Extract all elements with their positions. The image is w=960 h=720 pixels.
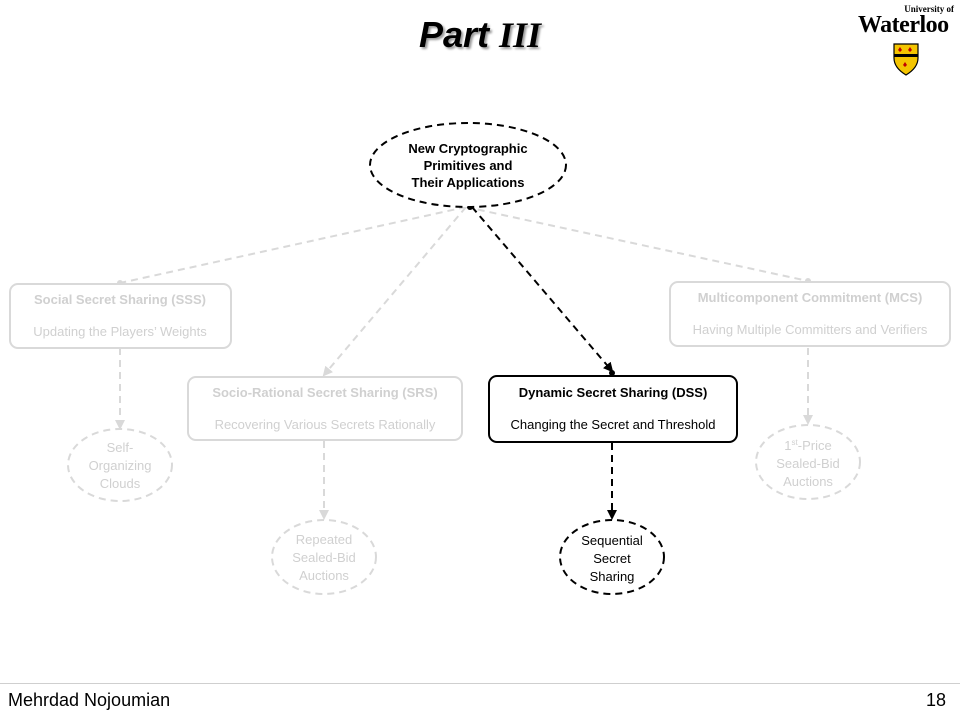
page-number: 18 [925, 690, 946, 710]
sss-box-frame [9, 283, 232, 349]
repeated-label-line1: Repeated [296, 532, 352, 547]
active-connectors [471, 206, 617, 520]
first-price-node: 1st-Price Sealed-Bid Auctions [755, 424, 861, 500]
mcs-box-frame [669, 281, 951, 347]
root-label-line2: Primitives and [424, 158, 513, 173]
repeated-label-line3: Auctions [299, 568, 349, 583]
first-price-label-line1: 1st-Price [784, 438, 831, 453]
sequential-label-line1: Sequential [581, 533, 643, 548]
srs-subtitle: Recovering Various Secrets Rationally [215, 417, 436, 432]
connector-dot-dss [609, 370, 615, 376]
clouds-label-line1: Self- [107, 440, 134, 455]
first-price-label-line3: Auctions [783, 474, 833, 489]
sequential-node: Sequential Secret Sharing [559, 519, 665, 595]
mcs-title: Multicomponent Commitment (MCS) [698, 290, 923, 305]
dss-subtitle: Changing the Secret and Threshold [510, 417, 715, 432]
root-node: New Cryptographic Primitives and Their A… [369, 122, 567, 208]
repeated-node: Repeated Sealed-Bid Auctions [271, 519, 377, 595]
first-price-superscript: st [792, 438, 799, 447]
logo-top-text: University of [904, 4, 954, 14]
first-price-rest: -Price [798, 438, 832, 453]
slide-title: Part III [0, 14, 960, 56]
mcs-subtitle: Having Multiple Committers and Verifiers [693, 322, 928, 337]
connector-root-sss [119, 206, 467, 284]
dss-title: Dynamic Secret Sharing (DSS) [519, 385, 708, 400]
mcs-box: Multicomponent Commitment (MCS) Having M… [669, 281, 951, 347]
srs-box: Socio-Rational Secret Sharing (SRS) Reco… [187, 376, 463, 441]
slide-title-roman: III [499, 15, 542, 55]
dss-box: Dynamic Secret Sharing (DSS) Changing th… [488, 375, 738, 443]
first-price-ellipse [755, 424, 861, 500]
sss-subtitle: Updating the Players’ Weights [33, 324, 207, 339]
sss-title: Social Secret Sharing (SSS) [34, 292, 206, 307]
root-label-line1: New Cryptographic [408, 141, 527, 156]
first-price-ordinal: 1 [784, 438, 791, 453]
root-ellipse [369, 122, 567, 208]
sequential-label-line3: Sharing [590, 569, 635, 584]
university-crest-icon [893, 43, 919, 76]
clouds-ellipse [67, 428, 173, 502]
clouds-label-line2: Organizing [89, 458, 152, 473]
clouds-node: Self- Organizing Clouds [67, 428, 173, 502]
repeated-ellipse [271, 519, 377, 595]
logo-name: Waterloo [858, 12, 949, 38]
connector-root-mcs [465, 206, 809, 282]
repeated-label-line2: Sealed-Bid [292, 550, 356, 565]
slide-title-main: Part [418, 14, 489, 55]
root-label-line3: Their Applications [412, 175, 525, 190]
concept-diagram: New Cryptographic Primitives and Their A… [9, 122, 951, 595]
connector-root-srs [322, 206, 467, 377]
clouds-label-line3: Clouds [100, 476, 141, 491]
sequential-ellipse [559, 519, 665, 595]
faded-connectors [115, 206, 813, 520]
connector-root-dss [471, 206, 614, 373]
footer-author: Mehrdad Nojoumian [8, 690, 171, 710]
first-price-label-line2: Sealed-Bid [776, 456, 840, 471]
university-logo: University of Waterloo [858, 4, 958, 76]
footer-divider [0, 683, 960, 684]
srs-title: Socio-Rational Secret Sharing (SRS) [212, 385, 437, 400]
srs-box-frame [187, 376, 463, 441]
sss-box: Social Secret Sharing (SSS) Updating the… [9, 283, 232, 349]
sequential-label-line2: Secret [593, 551, 631, 566]
dss-box-frame [488, 375, 738, 443]
